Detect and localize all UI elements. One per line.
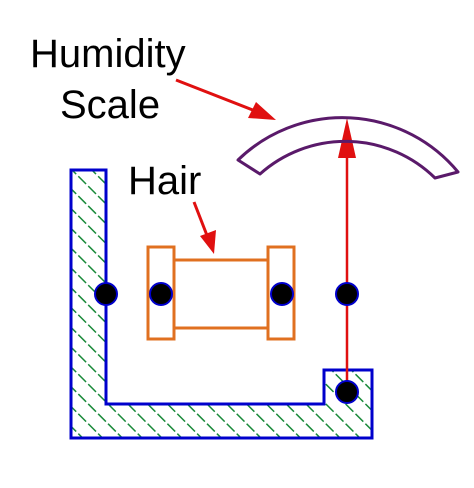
humidity-scale-label-line2: Scale (60, 83, 160, 127)
pivot-dot-icon (335, 380, 359, 404)
hair-right-block (266, 245, 296, 341)
hair-left-block (146, 245, 176, 341)
pivot-dot-icon (335, 282, 359, 306)
hair-label: Hair (128, 159, 201, 203)
humidity-scale-arc (236, 116, 460, 180)
arrowhead-icon (338, 118, 356, 158)
scale-label-arrowhead-icon (248, 102, 276, 120)
pivot-dot-icon (270, 282, 294, 306)
frame-bracket (69, 168, 374, 440)
hair-label-arrowhead-icon (200, 230, 216, 254)
humidity-scale-label-line1: Humidity (30, 32, 186, 76)
scale-label-arrow-line (175, 78, 259, 114)
hair-label-arrow-line (192, 201, 210, 239)
pivot-dot-icon (149, 282, 173, 306)
pivot-dot-icon (94, 282, 118, 306)
